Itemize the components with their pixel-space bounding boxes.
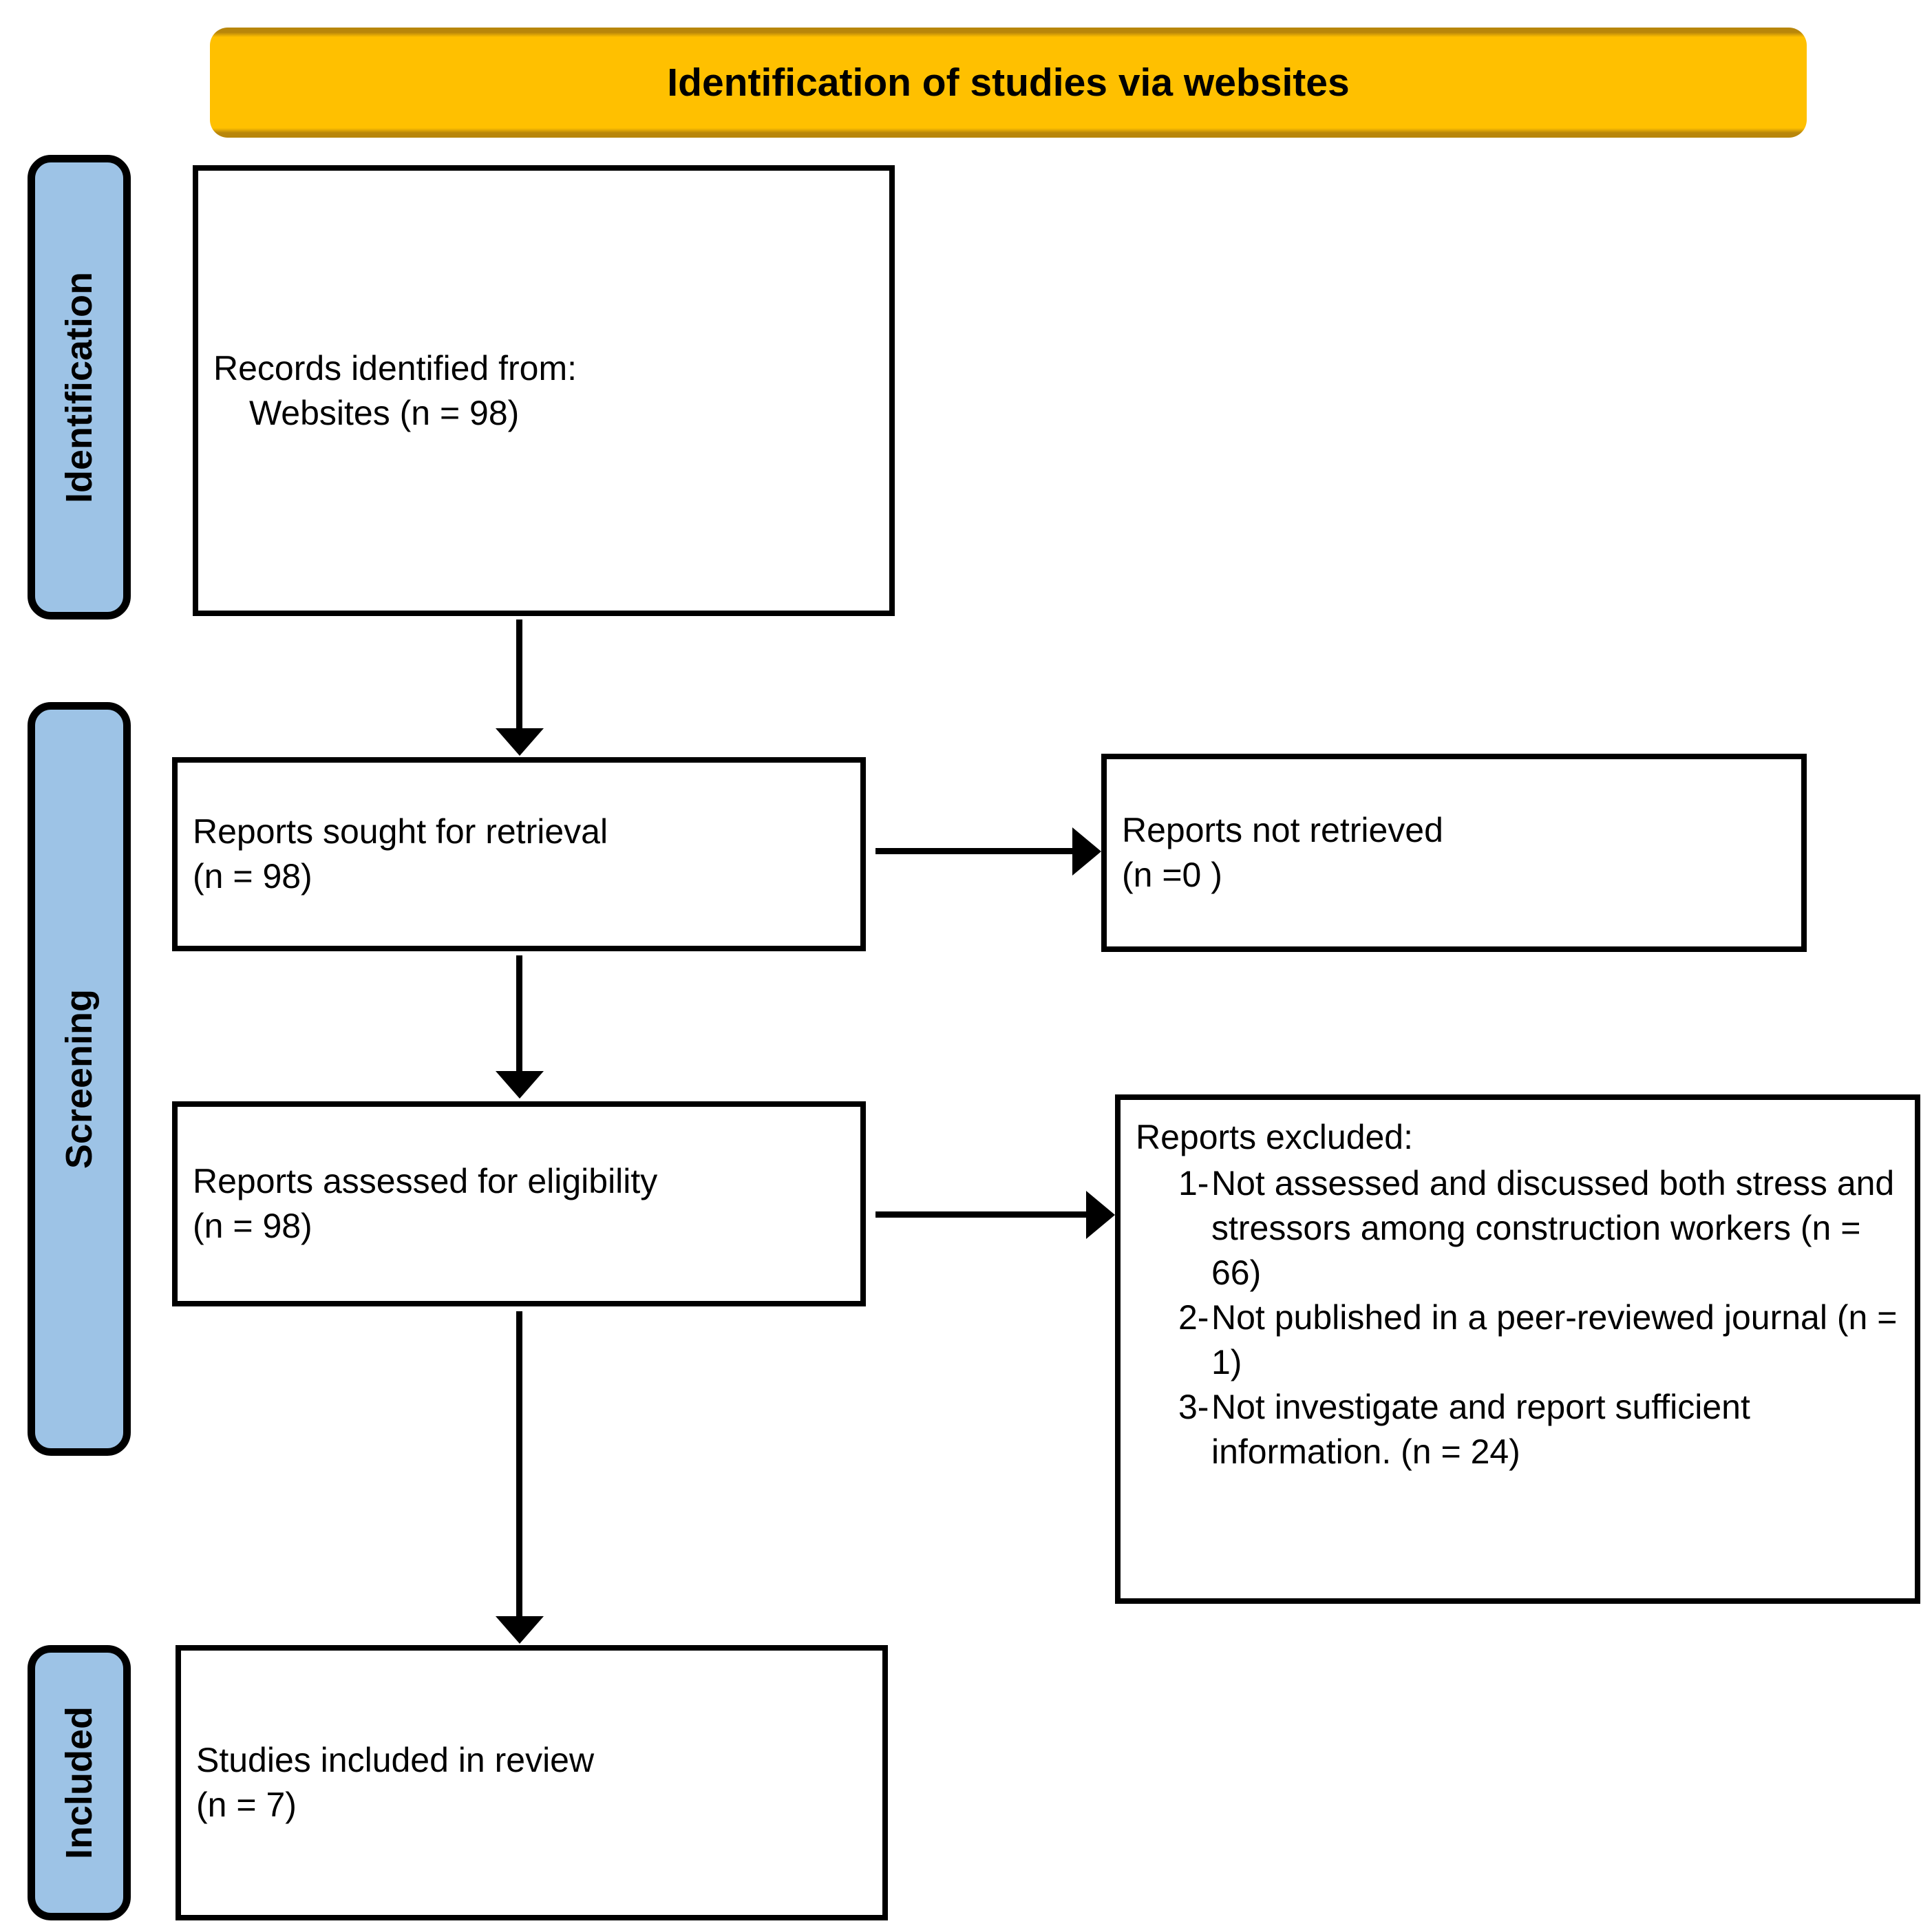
reports-excluded-list: 1- Not assessed and discussed both stres… — [1136, 1161, 1902, 1474]
box-reports-sought-line2: (n = 98) — [193, 857, 312, 896]
stage-tab-included: Included — [28, 1645, 131, 1920]
stage-tab-screening-label: Screening — [59, 988, 100, 1169]
list-item-number: 1- — [1178, 1164, 1209, 1203]
box-reports-excluded-title: Reports excluded: — [1136, 1118, 1414, 1156]
box-records-identified-line2: Websites (n = 98) — [249, 393, 520, 432]
box-reports-sought: Reports sought for retrieval (n = 98) — [172, 757, 866, 951]
box-reports-sought-line1: Reports sought for retrieval — [193, 812, 608, 851]
box-reports-excluded: Reports excluded: 1- Not assessed and di… — [1115, 1094, 1920, 1604]
list-item-number: 2- — [1178, 1298, 1209, 1337]
stage-tab-screening: Screening — [28, 702, 131, 1456]
list-item: 1- Not assessed and discussed both stres… — [1136, 1161, 1902, 1295]
arrow-down-sought-to-assessed-icon — [516, 955, 522, 1072]
list-item-number: 3- — [1178, 1388, 1209, 1426]
stage-tab-identification-label: Identification — [59, 271, 100, 503]
arrow-down-records-to-sought-icon — [516, 619, 522, 730]
box-records-identified-line1: Records identified from: — [213, 348, 577, 388]
stage-tab-identification: Identification — [28, 155, 131, 619]
list-item-text: Not investigate and report sufficient in… — [1211, 1388, 1750, 1471]
list-item-text: Not published in a peer-reviewed journal… — [1211, 1298, 1898, 1381]
box-reports-not-retrieved: Reports not retrieved (n =0 ) — [1101, 754, 1807, 952]
box-studies-included-line2: (n = 7) — [196, 1786, 297, 1824]
list-item: 2- Not published in a peer-reviewed jour… — [1136, 1295, 1902, 1385]
box-records-identified: Records identified from: Websites (n = 9… — [193, 165, 895, 616]
list-item-text: Not assessed and discussed both stress a… — [1211, 1164, 1895, 1292]
stage-tab-included-label: Included — [59, 1706, 100, 1859]
list-item: 3- Not investigate and report sufficient… — [1136, 1385, 1902, 1474]
box-studies-included: Studies included in review (n = 7) — [176, 1645, 888, 1920]
arrow-right-sought-to-not-retrieved-icon — [875, 848, 1074, 854]
box-studies-included-line1: Studies included in review — [196, 1741, 595, 1779]
arrow-down-assessed-to-included-icon — [516, 1311, 522, 1618]
box-reports-assessed-line1: Reports assessed for eligibility — [193, 1162, 658, 1200]
banner-title: Identification of studies via websites — [667, 60, 1350, 105]
box-reports-assessed-line2: (n = 98) — [193, 1207, 312, 1245]
box-reports-not-retrieved-line1: Reports not retrieved — [1122, 811, 1443, 849]
box-reports-assessed: Reports assessed for eligibility (n = 98… — [172, 1101, 866, 1306]
box-reports-not-retrieved-line2: (n =0 ) — [1122, 856, 1222, 894]
header-banner: Identification of studies via websites — [210, 28, 1807, 138]
arrow-right-assessed-to-excluded-icon — [875, 1211, 1087, 1218]
